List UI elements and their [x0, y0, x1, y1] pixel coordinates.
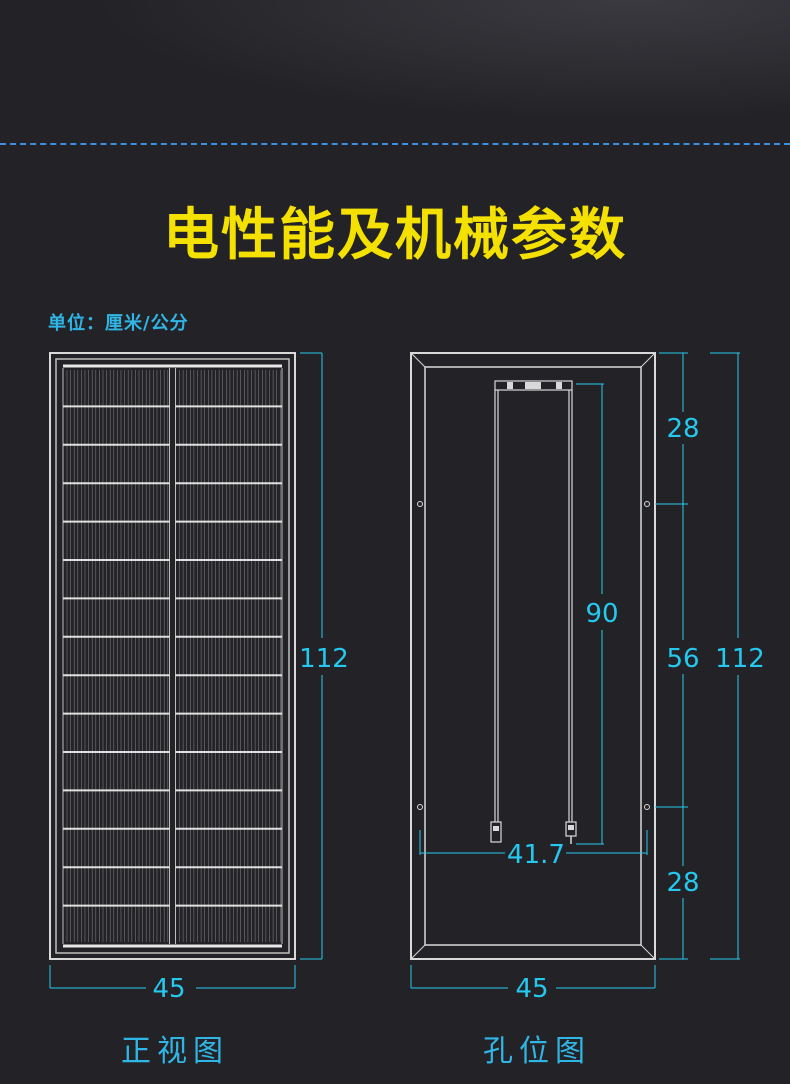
- hole-view-caption: 孔位图: [483, 1034, 591, 1069]
- cable-length-label: 90: [585, 599, 618, 629]
- hole-dimensions: 90 41.7 28 56 28 112 45: [410, 352, 765, 1004]
- connector-right: [565, 821, 577, 844]
- front-height-label: 112: [299, 644, 349, 674]
- page-title: 电性能及机械参数: [163, 203, 627, 268]
- back-outer-frame: [410, 352, 656, 960]
- unit-label: 单位：厘米/公分: [48, 313, 189, 334]
- hole-view: [410, 352, 656, 960]
- back-inner-frame: [424, 366, 642, 946]
- panel-cells: [62, 364, 283, 948]
- front-dimensions: 112 45: [49, 352, 349, 1004]
- front-view: [49, 352, 296, 960]
- front-view-caption: 正视图: [121, 1034, 229, 1069]
- hole-width-label: 45: [515, 974, 548, 1004]
- mounting-hole: [417, 804, 423, 810]
- front-width-label: 45: [152, 974, 185, 1004]
- hole-span-label: 41.7: [507, 840, 565, 870]
- mounting-hole: [644, 501, 650, 507]
- mounting-hole: [417, 501, 423, 507]
- middle-spacing-label: 56: [666, 644, 699, 674]
- dashed-divider: [0, 143, 790, 145]
- cables: [494, 390, 573, 822]
- background-glow: [0, 0, 790, 140]
- bottom-spacing-label: 28: [666, 868, 699, 898]
- connector-left: [490, 821, 502, 843]
- front-inner-frame: [55, 358, 290, 954]
- top-spacing-label: 28: [666, 414, 699, 444]
- junction-box: [494, 380, 573, 391]
- front-outer-frame: [49, 352, 296, 960]
- total-height-label: 112: [715, 644, 765, 674]
- mounting-hole: [644, 804, 650, 810]
